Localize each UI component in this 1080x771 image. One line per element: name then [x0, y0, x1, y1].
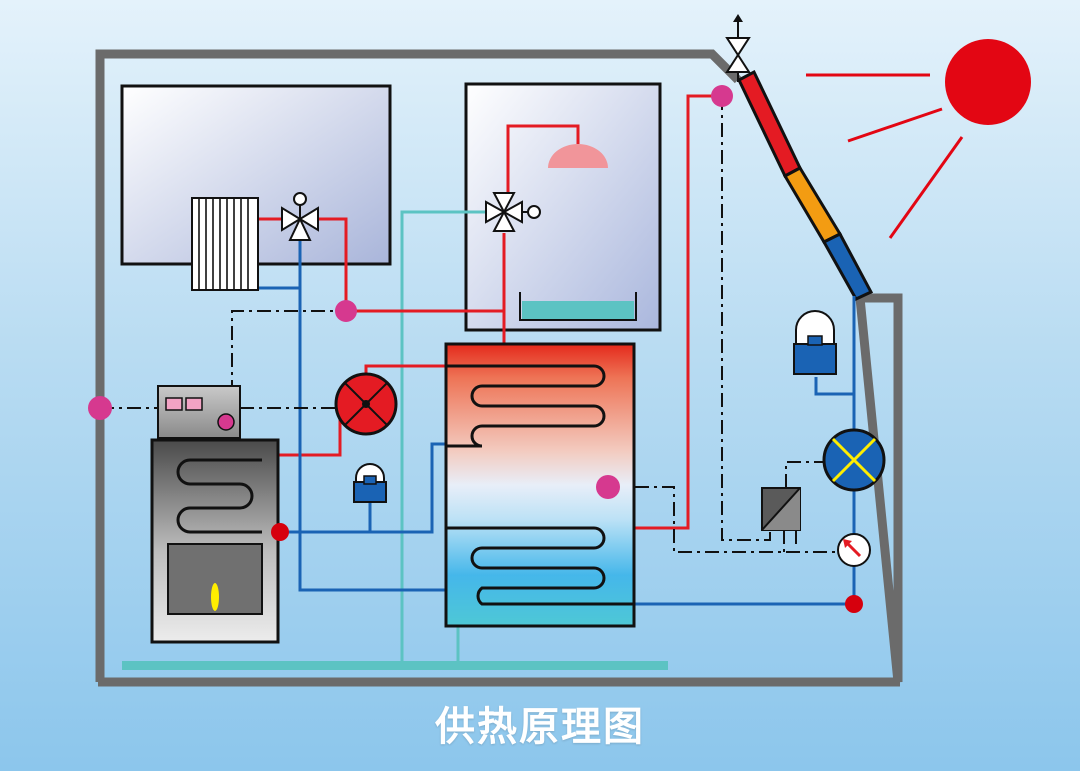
solar-controller-icon: [761, 487, 801, 531]
junction-dots: [271, 523, 863, 613]
radiator-icon: [191, 197, 259, 291]
diagram-caption: 供热原理图: [435, 704, 645, 750]
control-wires: [100, 96, 838, 553]
circulation-pump-icon: [334, 372, 398, 436]
expansion-vessel-icon: [353, 463, 387, 503]
house-wall: [95, 49, 903, 683]
boiler-controller-icon: [157, 385, 241, 439]
sun-icon: [806, 39, 1031, 239]
mixing-valve-icon: [485, 192, 541, 232]
cold-water-supply-pipes: [400, 210, 492, 661]
pressure-gauge-icon: [837, 533, 871, 567]
boiler-icon: [150, 438, 280, 644]
solar-collector: [737, 69, 874, 301]
solar-expansion-vessel-icon: [793, 310, 837, 375]
temperature-sensor-icon: [88, 85, 733, 499]
flame-icon: [211, 583, 219, 611]
bathtub-water: [522, 301, 634, 319]
floor-drain: [122, 661, 668, 670]
air-vent-icon: [725, 14, 751, 82]
solar-pump-icon: [822, 428, 886, 492]
shower-head-icon: [548, 144, 608, 168]
three-way-valve-icon: [281, 192, 319, 241]
bathtub: [519, 292, 637, 321]
